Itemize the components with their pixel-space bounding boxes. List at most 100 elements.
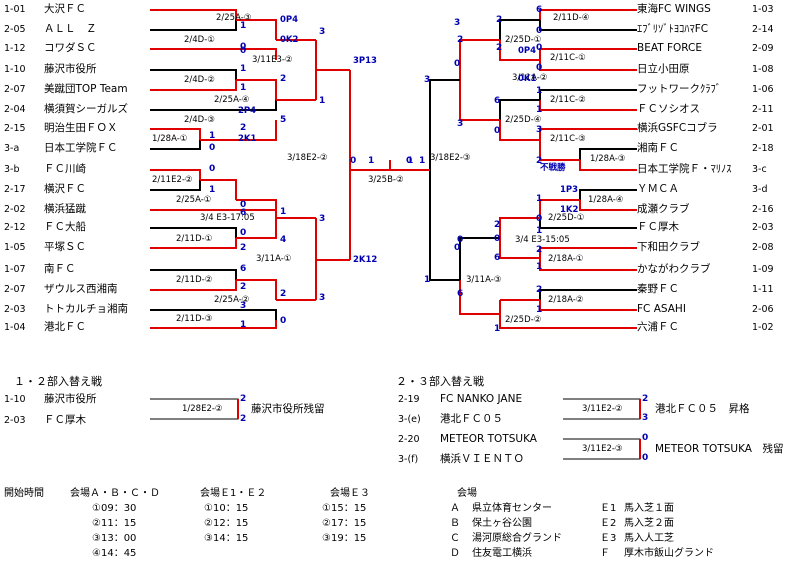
- match-note: 2/25A-④: [214, 95, 250, 105]
- promo12-result: 藤沢市役所残留: [251, 403, 325, 415]
- right-round-line: [539, 20, 637, 31]
- left-r1-line: [150, 180, 201, 191]
- match-note: 2/25D-②: [505, 315, 542, 325]
- right-team-code: 2-09: [752, 43, 774, 54]
- left-team-name: 横沢ＦＣ: [44, 183, 86, 195]
- final-score-right: 0: [406, 156, 413, 166]
- match-note: 3/4 E3-17:05: [200, 213, 255, 223]
- right-round-line: [499, 120, 540, 141]
- promo23-title: ２・３部入替え戦: [396, 375, 484, 388]
- score-left: 1: [280, 207, 287, 217]
- left-round-line: [349, 70, 390, 171]
- match-note: 2/25A-②: [214, 295, 250, 305]
- score-left: 2: [280, 74, 287, 84]
- left-r1-line: [150, 20, 237, 31]
- right-round-line: [429, 79, 460, 170]
- promo23-name: 横浜ＶＩＥＮＴＯ: [440, 453, 524, 465]
- right-round-line: [539, 258, 637, 271]
- score-left: 0: [240, 228, 247, 238]
- right-team-code: 1-11: [752, 284, 774, 295]
- left-round-line: [236, 79, 277, 100]
- venue-key: Ｅ1: [600, 503, 617, 514]
- left-r1-line: [150, 80, 237, 91]
- score-left: 1: [419, 156, 426, 166]
- match-note: 2/4D-③: [184, 115, 215, 125]
- left-r1-line: [150, 238, 237, 249]
- pk-tag: 不戦勝: [540, 163, 566, 173]
- right-round-line: [389, 160, 430, 171]
- score-left: 0: [350, 156, 357, 166]
- score-left: 1: [319, 96, 326, 106]
- pk-tag: 0P4: [280, 15, 299, 25]
- match-note: 2/18A-①: [548, 254, 584, 264]
- right-team-name: ＦＣ厚木: [637, 221, 679, 233]
- right-team-code: 1-02: [752, 322, 774, 333]
- right-round-line: [459, 237, 500, 280]
- match-note: 2/11E2-②: [152, 175, 193, 185]
- right-round-line: [459, 80, 500, 121]
- right-round-line: [579, 148, 637, 160]
- right-team-code: 2-08: [752, 242, 774, 253]
- promo23-code: 3-(e): [398, 414, 421, 425]
- match-note: 2/11D-①: [176, 234, 213, 244]
- pk-tag: 0P4: [518, 46, 537, 56]
- right-round-line: [539, 60, 637, 71]
- score-left: 0: [240, 42, 247, 52]
- right-team-name: 横浜GSFCコブラ: [637, 122, 718, 134]
- left-team-name: 横須賀シーガルズ: [44, 103, 128, 115]
- left-round-line: [236, 279, 277, 300]
- left-r1-line: [150, 100, 277, 111]
- score-right: 1: [536, 105, 543, 115]
- right-round-line: [539, 199, 580, 218]
- schedule-time-e3: ①15：15: [322, 503, 367, 514]
- venue-name: 厚木市飯山グランド: [624, 548, 714, 559]
- venue-key: Ｅ3: [600, 533, 617, 544]
- schedule-time-e12: ②12：15: [204, 518, 249, 529]
- right-team-code: 1-09: [752, 264, 774, 275]
- left-team-code: 1-10: [4, 64, 26, 75]
- right-team-code: 2-03: [752, 222, 774, 233]
- right-team-code: 1-08: [752, 64, 774, 75]
- promo12-code-1: 1-10: [4, 394, 26, 405]
- score-right: 2: [457, 35, 464, 45]
- left-round-line: [315, 218, 350, 261]
- match-note: 1/28A-①: [152, 134, 188, 144]
- promo23-score: 0: [642, 433, 649, 443]
- promo23-match-2: 3/11E2-③: [582, 444, 623, 454]
- schedule-label: 開始時間: [4, 488, 44, 499]
- venue-name: 湯河原総合グランド: [472, 533, 562, 544]
- match-note: 3/11A-③: [466, 275, 502, 285]
- score-left: 5: [280, 115, 287, 125]
- score-left: 2: [280, 289, 287, 299]
- promo23-result-1: 港北ＦＣ０５ 昇格: [655, 403, 750, 415]
- score-right: 1: [536, 226, 543, 236]
- venue-key: Ｅ2: [600, 518, 617, 529]
- left-team-code: 1-07: [4, 264, 26, 275]
- score-right: 1: [536, 86, 543, 96]
- schedule-header-2: 会場Ｅ1・Ｅ２: [200, 488, 267, 499]
- score-right: 6: [494, 253, 501, 263]
- right-round-line: [539, 218, 637, 229]
- right-round-line: [539, 300, 637, 311]
- score-left: 3: [319, 27, 326, 37]
- right-round-line: [539, 128, 637, 140]
- right-team-name: ＦＣソシオス: [637, 103, 700, 115]
- left-team-name: 平塚ＳＣ: [44, 241, 86, 253]
- score-left: 2: [240, 243, 247, 253]
- right-team-code: 1-03: [752, 4, 774, 15]
- right-round-line: [459, 39, 500, 80]
- left-team-name: ザウルス西湘南: [44, 283, 118, 295]
- score-right: 6: [494, 96, 501, 106]
- venues-label: 会場: [457, 488, 477, 499]
- score-left: 1: [240, 64, 247, 74]
- left-team-code: 2-17: [4, 184, 26, 195]
- left-team-code: 2-04: [4, 104, 26, 115]
- score-right: 0: [494, 126, 501, 136]
- right-round-line: [499, 300, 637, 329]
- schedule-time-e3: ③19：15: [322, 533, 367, 544]
- match-note: 3/4 E3-15:05: [515, 235, 570, 245]
- left-team-code: 1-12: [4, 43, 26, 54]
- promo23-result-2: METEOR TOTSUKA 残留: [655, 443, 784, 455]
- left-r1-line: [150, 320, 277, 329]
